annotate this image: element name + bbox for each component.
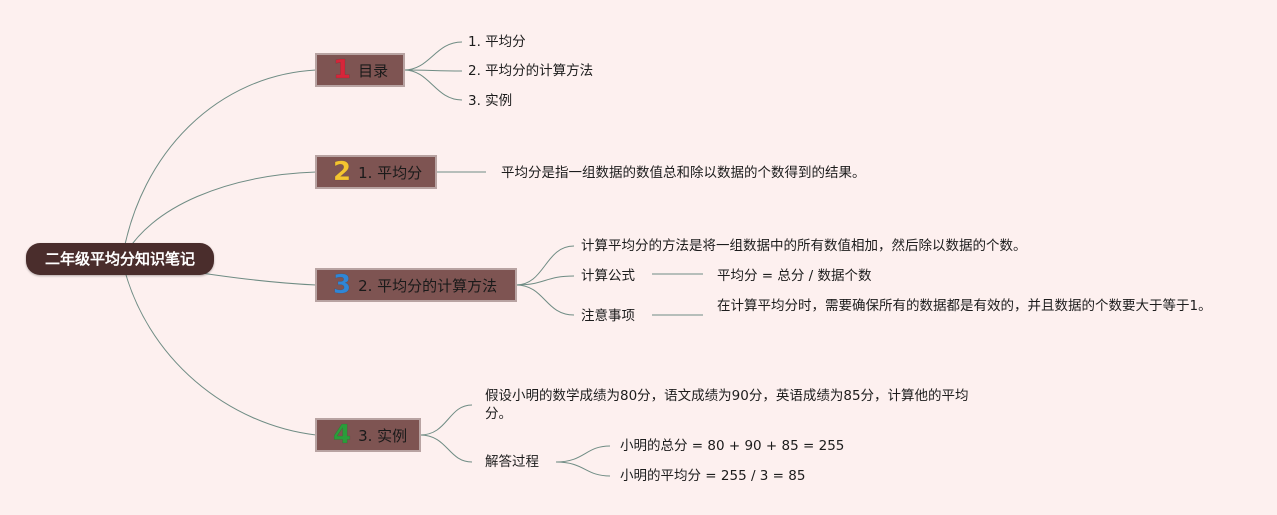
link-root-b2 bbox=[121, 171, 317, 261]
root-topic[interactable]: 二年级平均分知识笔记 bbox=[26, 243, 214, 275]
branch-average[interactable]: 2 1. 平均分 bbox=[315, 155, 437, 189]
formula-value[interactable]: 平均分 = 总分 / 数据个数 bbox=[717, 268, 872, 284]
number-two-icon: 2 bbox=[333, 157, 352, 187]
branch-title: 2. 平均分的计算方法 bbox=[358, 276, 498, 295]
number-three-icon: 3 bbox=[333, 270, 352, 300]
link-root-b4 bbox=[121, 259, 317, 436]
branch-catalog[interactable]: 1 目录 bbox=[315, 53, 405, 87]
notes-value[interactable]: 在计算平均分时，需要确保所有的数据都是有效的，并且数据的个数要大于等于1。 bbox=[717, 298, 1212, 314]
link-b3-formula bbox=[515, 275, 575, 286]
number-one-icon: 1 bbox=[333, 55, 352, 85]
root-title: 二年级平均分知识笔记 bbox=[44, 250, 195, 268]
branch-example[interactable]: 4 3. 实例 bbox=[315, 418, 421, 452]
link-b4-text bbox=[419, 404, 473, 436]
branch-title: 3. 实例 bbox=[358, 426, 408, 445]
link-b4-solution bbox=[419, 434, 473, 463]
link-b3-text bbox=[515, 245, 575, 286]
link-b1-i1 bbox=[403, 41, 463, 71]
example-problem[interactable]: 假设小明的数学成绩为80分，语文成绩为90分，英语成绩为85分，计算他的平均分。 bbox=[485, 388, 969, 422]
link-b1-i2 bbox=[403, 69, 463, 72]
link-b3-notes bbox=[515, 284, 575, 316]
link-b1-i3 bbox=[403, 69, 463, 101]
link-b4-step1 bbox=[555, 445, 611, 463]
catalog-item-1[interactable]: 1. 平均分 bbox=[468, 34, 526, 50]
notes-label[interactable]: 注意事项 bbox=[581, 308, 635, 324]
branch-method[interactable]: 3 2. 平均分的计算方法 bbox=[315, 268, 517, 302]
branch-title: 1. 平均分 bbox=[358, 163, 423, 182]
solution-step-2[interactable]: 小明的平均分 = 255 / 3 = 85 bbox=[620, 468, 806, 484]
number-four-icon: 4 bbox=[333, 420, 352, 450]
catalog-item-2[interactable]: 2. 平均分的计算方法 bbox=[468, 63, 594, 79]
solution-label[interactable]: 解答过程 bbox=[485, 454, 539, 470]
average-definition[interactable]: 平均分是指一组数据的数值总和除以数据的个数得到的结果。 bbox=[501, 165, 866, 181]
method-description[interactable]: 计算平均分的方法是将一组数据中的所有数值相加，然后除以数据的个数。 bbox=[581, 238, 1027, 254]
catalog-item-3[interactable]: 3. 实例 bbox=[468, 93, 513, 109]
formula-label[interactable]: 计算公式 bbox=[581, 268, 635, 284]
solution-step-1[interactable]: 小明的总分 = 80 + 90 + 85 = 255 bbox=[620, 438, 845, 454]
branch-title: 目录 bbox=[358, 61, 389, 80]
link-root-b1 bbox=[121, 69, 317, 261]
link-b4-step2 bbox=[555, 461, 611, 477]
